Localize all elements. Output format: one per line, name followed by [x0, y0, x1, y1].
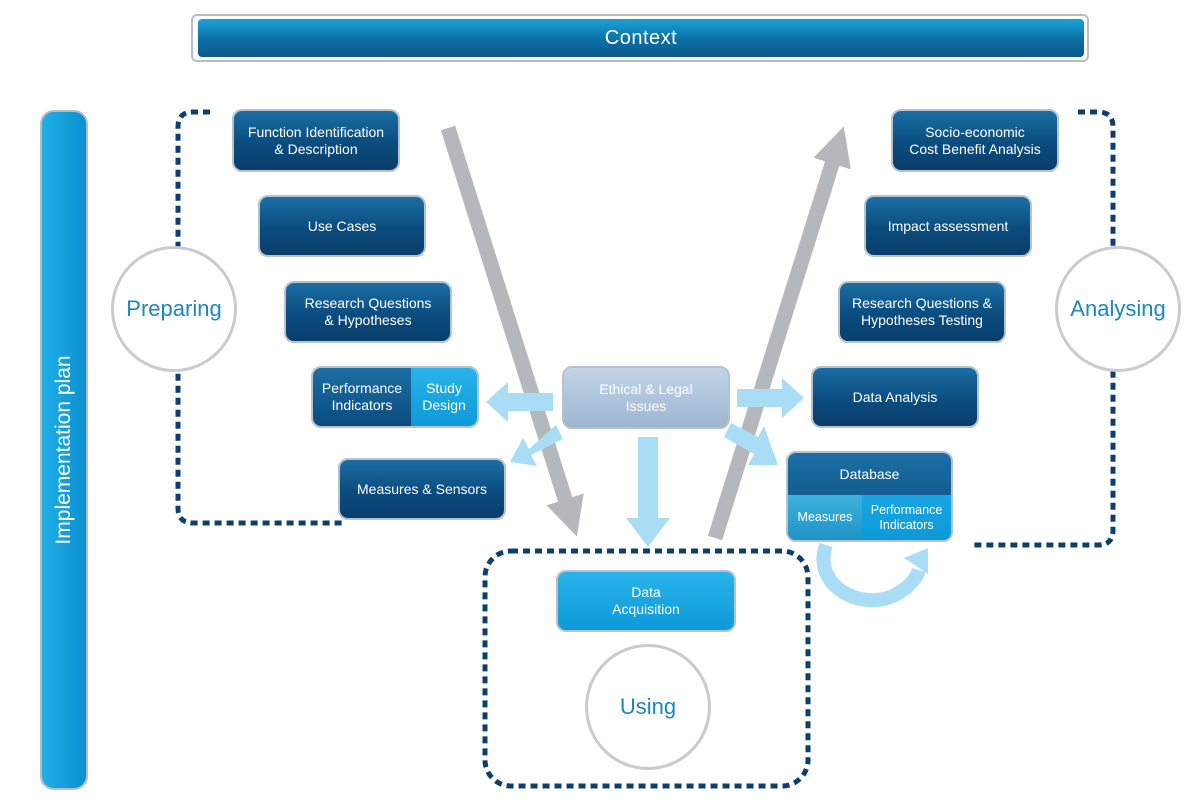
performance-indicators-cell: Performance Indicators: [313, 368, 411, 426]
data-analysis-box: Data Analysis: [811, 366, 979, 428]
database-box: Database Measures Performance Indicators: [786, 451, 953, 542]
analysing-phase-circle: Analysing: [1055, 246, 1181, 372]
preparing-label: Preparing: [126, 296, 222, 321]
implementation-plan-bar: [40, 110, 88, 790]
hypotheses-testing-box: Research Questions & Hypotheses Testing: [838, 281, 1006, 343]
down-flow-arrow: [440, 125, 584, 537]
measures-sensors-box: Measures & Sensors: [338, 458, 506, 520]
ethics-arrow-down-left: [510, 425, 563, 466]
database-row: Measures Performance Indicators: [788, 495, 951, 540]
database-performance-indicators-cell: Performance Indicators: [862, 495, 951, 540]
context-bar: Context: [198, 19, 1084, 57]
database-title: Database: [839, 466, 900, 482]
analysing-label: Analysing: [1070, 296, 1166, 321]
using-label: Using: [619, 694, 677, 719]
ethics-arrow-down-right: [724, 423, 778, 465]
study-design-cell: Study Design: [411, 368, 477, 426]
preparing-phase-circle: Preparing: [111, 246, 237, 372]
ethics-arrow-left: [486, 382, 553, 422]
up-flow-arrow: [707, 126, 851, 541]
database-measures-cell: Measures: [788, 495, 862, 540]
use-cases-box: Use Cases: [258, 195, 426, 257]
research-questions-box: Research Questions & Hypotheses: [284, 281, 452, 343]
ethical-legal-box: Ethical & Legal Issues: [562, 366, 730, 429]
database-loop-arrow: [816, 542, 926, 607]
using-region-border: [482, 548, 811, 789]
context-label: Context: [604, 26, 678, 49]
function-identification-box: Function Identification & Description: [232, 109, 400, 172]
impact-assessment-box: Impact assessment: [864, 195, 1032, 257]
using-phase-circle: Using: [585, 644, 711, 770]
ethics-arrow-down: [626, 437, 670, 547]
ethics-arrow-right: [737, 378, 804, 418]
implementation-plan-label: Implementation plan: [52, 355, 75, 545]
performance-study-design-box: Performance Indicators Study Design: [311, 366, 479, 428]
database-loop-arrowhead: [904, 548, 928, 574]
data-acquisition-box: Data Acquisition: [556, 570, 736, 632]
socio-economic-box: Socio-economic Cost Benefit Analysis: [891, 109, 1059, 172]
